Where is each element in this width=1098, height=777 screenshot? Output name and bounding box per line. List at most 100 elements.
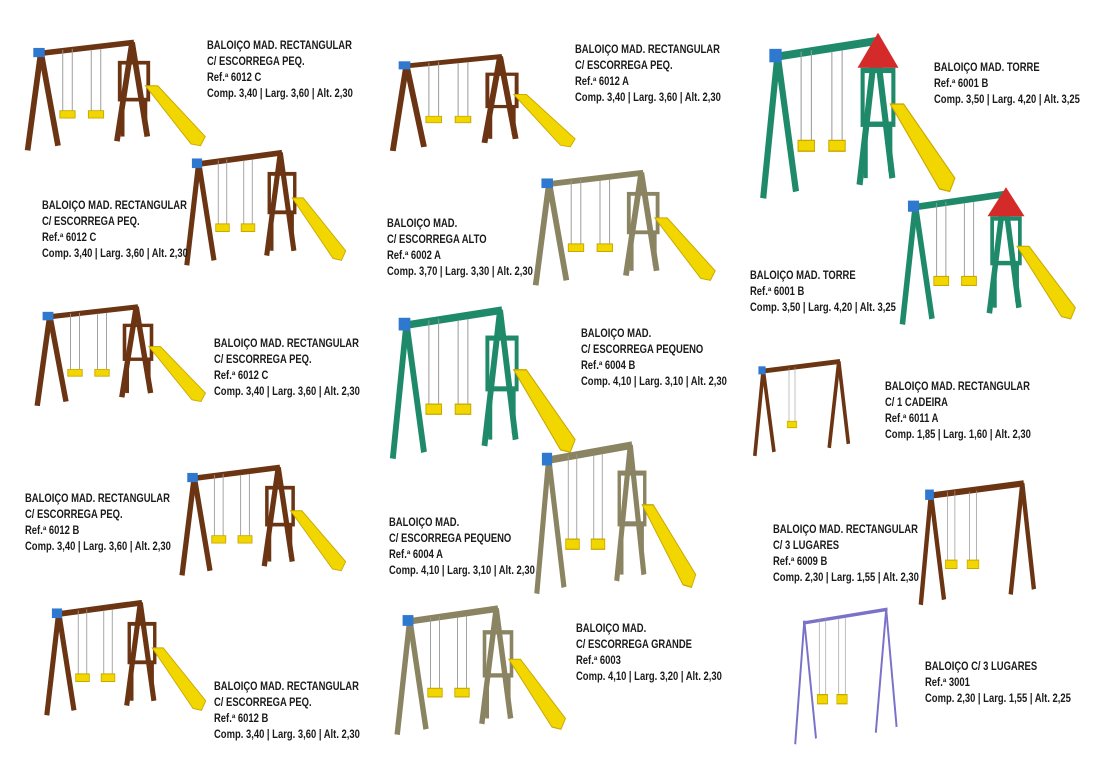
product-name: BALOIÇO MAD. TORRE bbox=[934, 62, 1040, 74]
leg bbox=[753, 369, 765, 457]
swing-seat bbox=[425, 115, 443, 124]
product-description: BALOIÇO MAD. RECTANGULAR C/ ESCORREGA PE… bbox=[25, 491, 171, 555]
leg bbox=[874, 608, 888, 733]
platform bbox=[117, 60, 151, 102]
bracket bbox=[51, 608, 63, 619]
swing-seat bbox=[237, 535, 253, 544]
leg bbox=[114, 41, 135, 142]
product-name: BALOIÇO MAD. TORRE bbox=[750, 270, 856, 282]
platform bbox=[122, 323, 154, 361]
bracket bbox=[398, 317, 411, 331]
product-description: BALOIÇO MAD. C/ ESCORREGA PEQUENO Ref.ª … bbox=[389, 515, 535, 579]
roof bbox=[857, 32, 899, 68]
swing-seat bbox=[427, 687, 443, 698]
beam bbox=[802, 607, 888, 625]
platform bbox=[860, 67, 896, 127]
leg bbox=[837, 361, 851, 445]
bracket bbox=[42, 311, 54, 321]
leg bbox=[479, 608, 499, 725]
slide bbox=[151, 647, 207, 711]
bracket bbox=[925, 489, 934, 500]
product-dimensions: Comp. 3,40 | Larg. 3,60 | Alt. 2,30 bbox=[214, 729, 360, 741]
leg bbox=[38, 51, 61, 147]
beam bbox=[404, 54, 503, 69]
swing-seat bbox=[828, 139, 846, 152]
product-subtitle: C/ ESCORREGA PEQ. bbox=[575, 60, 673, 72]
swing-seat bbox=[215, 223, 230, 233]
beam bbox=[38, 39, 135, 57]
product-name: BALOIÇO MAD. bbox=[387, 218, 458, 230]
product-dimensions: Comp. 4,10 | Larg. 3,20 | Alt. 2,30 bbox=[576, 671, 722, 683]
product-dimensions: Comp. 3,70 | Larg. 3,30 | Alt. 2,30 bbox=[387, 266, 533, 278]
product-name: BALOIÇO MAD. bbox=[576, 623, 647, 635]
product-subtitle: C/ ESCORREGA GRANDE bbox=[576, 639, 692, 651]
beam bbox=[775, 36, 879, 61]
product-name: BALOIÇO MAD. RECTANGULAR bbox=[25, 493, 170, 505]
swing-seat bbox=[797, 139, 815, 152]
product-ref: Ref.ª 6012 B bbox=[25, 525, 80, 537]
swing-image bbox=[385, 300, 580, 465]
leg bbox=[918, 493, 934, 606]
product-ref: Ref.ª 6002 A bbox=[387, 250, 441, 262]
product-ref: Ref.ª 6009 B bbox=[773, 556, 828, 568]
slide bbox=[1016, 245, 1076, 320]
leg bbox=[47, 314, 69, 402]
product-ref: Ref.ª 6012 C bbox=[42, 232, 97, 244]
product-subtitle: C/ ESCORREGA PEQUENO bbox=[389, 533, 512, 545]
beam bbox=[56, 599, 143, 618]
product-subtitle: C/ ESCORREGA PEQ. bbox=[25, 509, 123, 521]
slide bbox=[289, 510, 347, 572]
product-description: BALOIÇO MAD. C/ ESCORREGA PEQUENO Ref.ª … bbox=[581, 326, 727, 390]
bracket bbox=[758, 366, 766, 375]
leg bbox=[532, 181, 552, 286]
leg bbox=[34, 314, 53, 407]
leg bbox=[481, 309, 503, 447]
beam bbox=[47, 304, 139, 320]
platform bbox=[267, 171, 297, 215]
swing-seat bbox=[966, 559, 980, 569]
product-dimensions: Comp. 4,10 | Larg. 3,10 | Alt. 2,30 bbox=[389, 565, 535, 577]
bracket bbox=[769, 48, 782, 63]
beam bbox=[929, 480, 1024, 499]
slide bbox=[291, 197, 347, 261]
product-ref: Ref.ª 6001 B bbox=[934, 78, 989, 90]
swing-image bbox=[20, 35, 210, 155]
leg bbox=[196, 161, 217, 261]
swing-seat bbox=[211, 535, 227, 544]
product-name: BALOIÇO MAD. RECTANGULAR bbox=[214, 338, 359, 350]
product-subtitle: C/ ESCORREGA PEQ. bbox=[42, 216, 140, 228]
leg bbox=[1008, 482, 1025, 595]
swing-image bbox=[30, 300, 210, 410]
swing-seat bbox=[454, 115, 472, 124]
product-ref: Ref.ª 6001 B bbox=[750, 286, 805, 298]
leg bbox=[191, 476, 213, 572]
slide bbox=[641, 504, 697, 589]
swing-seat bbox=[933, 275, 950, 286]
product-ref: Ref.ª 6011 A bbox=[885, 413, 939, 425]
bracket bbox=[402, 615, 414, 626]
leg bbox=[614, 444, 633, 582]
leg bbox=[124, 602, 143, 707]
product-ref: Ref.ª 6004 A bbox=[389, 549, 443, 561]
swing-seat bbox=[67, 368, 83, 377]
product-dimensions: Comp. 3,50 | Larg. 4,20 | Alt. 3,25 bbox=[750, 302, 896, 314]
leg bbox=[885, 608, 898, 728]
product-description: BALOIÇO C/ 3 LUGARES Ref.ª 3001 Comp. 2,… bbox=[925, 659, 1071, 707]
swing-seat bbox=[240, 223, 256, 233]
slide bbox=[144, 85, 206, 147]
platform bbox=[485, 335, 519, 392]
swing-seat bbox=[596, 243, 613, 253]
leg bbox=[1020, 482, 1037, 590]
swing-seat bbox=[425, 403, 443, 415]
leg bbox=[389, 322, 410, 460]
slide bbox=[147, 346, 207, 403]
leg bbox=[44, 611, 62, 716]
product-ref: Ref.ª 6012 A bbox=[575, 76, 629, 88]
product-ref: Ref.ª 6012 C bbox=[214, 370, 269, 382]
product-description: BALOIÇO MAD. RECTANGULAR C/ ESCORREGA PE… bbox=[42, 198, 188, 262]
beam bbox=[192, 464, 281, 482]
beam bbox=[404, 306, 503, 330]
leg bbox=[389, 64, 410, 152]
swing-seat bbox=[836, 694, 848, 705]
